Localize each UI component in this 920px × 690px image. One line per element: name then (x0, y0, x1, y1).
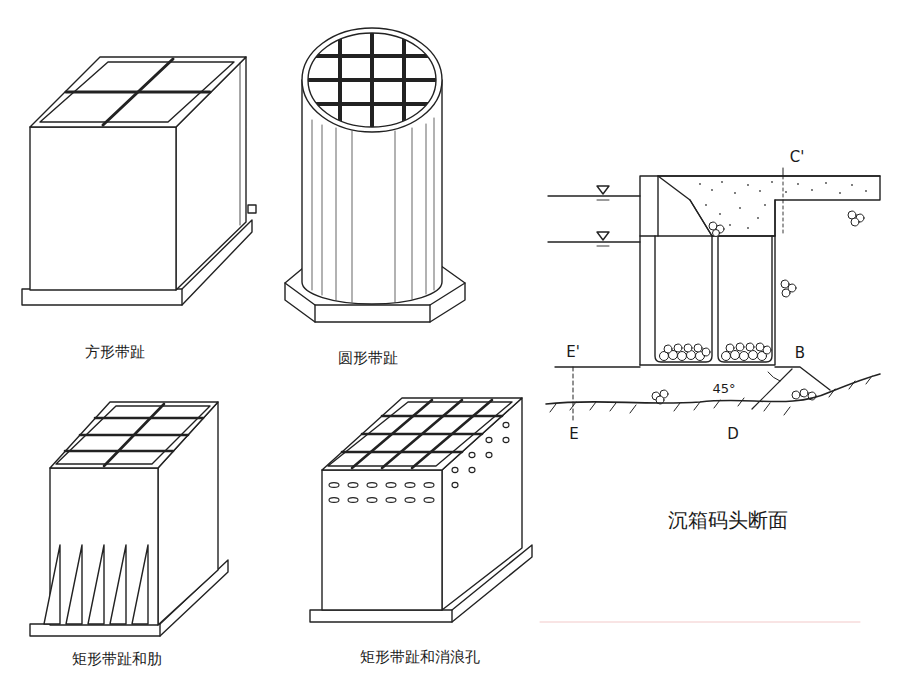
figure-caption: 沉箱码头断面 (666, 509, 790, 531)
rule-line (540, 622, 860, 623)
quay-section (546, 168, 880, 422)
perforated-caisson (310, 398, 532, 622)
figure-caption: 圆形带趾 (336, 350, 400, 367)
ribbed-caisson (30, 402, 228, 636)
square-caisson (22, 57, 256, 305)
point-label: B (793, 345, 807, 362)
point-label: E (567, 426, 580, 443)
point-label: E' (564, 344, 582, 361)
figure-caption: 方形带趾 (83, 344, 147, 361)
circular-caisson (285, 20, 465, 322)
point-label: D (725, 426, 741, 443)
angle-label: 45° (710, 382, 737, 396)
figure-caption: 矩形带趾和肋 (70, 651, 164, 668)
figure-caption: 矩形带趾和消浪孔 (358, 649, 482, 666)
point-label: C' (788, 149, 807, 166)
